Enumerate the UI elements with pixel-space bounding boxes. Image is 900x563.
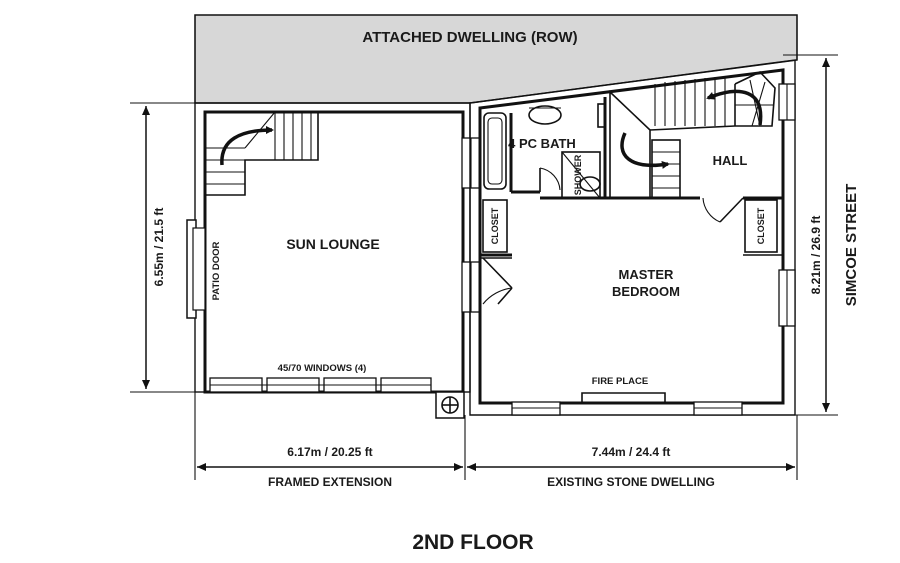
- windows-sun-lounge: 45/70 WINDOWS (4): [209, 363, 432, 393]
- master-bedroom-label-line2: BEDROOM: [612, 284, 680, 299]
- extension-width-label: 6.17m / 20.25 ft: [287, 445, 372, 459]
- partition-walls: [480, 97, 783, 257]
- dimension-right-height: 8.21m / 26.9 ft: [809, 58, 830, 412]
- vent-symbol-icon: [435, 391, 465, 419]
- floor-title: 2ND FLOOR: [412, 531, 533, 554]
- hall-door: [702, 197, 744, 223]
- windows-shared-wall: [461, 137, 481, 313]
- stair-up-arrow-hall-icon: [706, 89, 763, 126]
- closet-right: CLOSET: [743, 199, 783, 256]
- fireplace: FIRE PLACE: [581, 376, 666, 403]
- attached-dwelling-label: ATTACHED DWELLING (ROW): [362, 29, 577, 46]
- dwelling-section-label: EXISTING STONE DWELLING: [547, 475, 715, 489]
- master-bedroom-label-line1: MASTER: [619, 267, 675, 282]
- stone-dwelling-walls: [469, 59, 796, 416]
- closet-left: CLOSET: [480, 199, 513, 305]
- attached-dwelling: ATTACHED DWELLING (ROW): [194, 14, 798, 104]
- stair-sun-lounge: [205, 111, 319, 196]
- sun-lounge-label: SUN LOUNGE: [286, 236, 379, 252]
- guide-lines: [130, 15, 838, 480]
- patio-door-label: PATIO DOOR: [211, 241, 222, 300]
- hall-label: HALL: [713, 153, 748, 168]
- stair-up-arrow-icon: [220, 126, 274, 166]
- dwelling-width-label: 7.44m / 24.4 ft: [592, 445, 671, 459]
- shower-label: SHOWER: [573, 154, 583, 195]
- bath-area: SHOWER 4 PC BATH: [483, 103, 606, 199]
- dimension-extension-width: 6.17m / 20.25 ft FRAMED EXTENSION: [197, 445, 463, 489]
- extension-section-label: FRAMED EXTENSION: [268, 475, 392, 489]
- windows-bedroom: [511, 83, 796, 416]
- dimension-left-height: 6.55m / 21.5 ft: [142, 106, 166, 389]
- windows-label: 45/70 WINDOWS (4): [278, 363, 367, 374]
- closet-right-label: CLOSET: [756, 207, 766, 244]
- bath-label: 4 PC BATH: [508, 136, 576, 151]
- closet-left-label: CLOSET: [490, 207, 500, 244]
- stair-hall: [609, 71, 776, 199]
- left-height-label: 6.55m / 21.5 ft: [152, 208, 166, 287]
- dimension-dwelling-width: 7.44m / 24.4 ft EXISTING STONE DWELLING: [467, 445, 795, 489]
- fireplace-label: FIRE PLACE: [592, 376, 648, 387]
- right-height-label: 8.21m / 26.9 ft: [809, 216, 823, 295]
- patio-door: PATIO DOOR: [186, 219, 222, 319]
- street-label: SIMCOE STREET: [843, 184, 860, 307]
- stair-down-arrow-icon: [620, 132, 670, 169]
